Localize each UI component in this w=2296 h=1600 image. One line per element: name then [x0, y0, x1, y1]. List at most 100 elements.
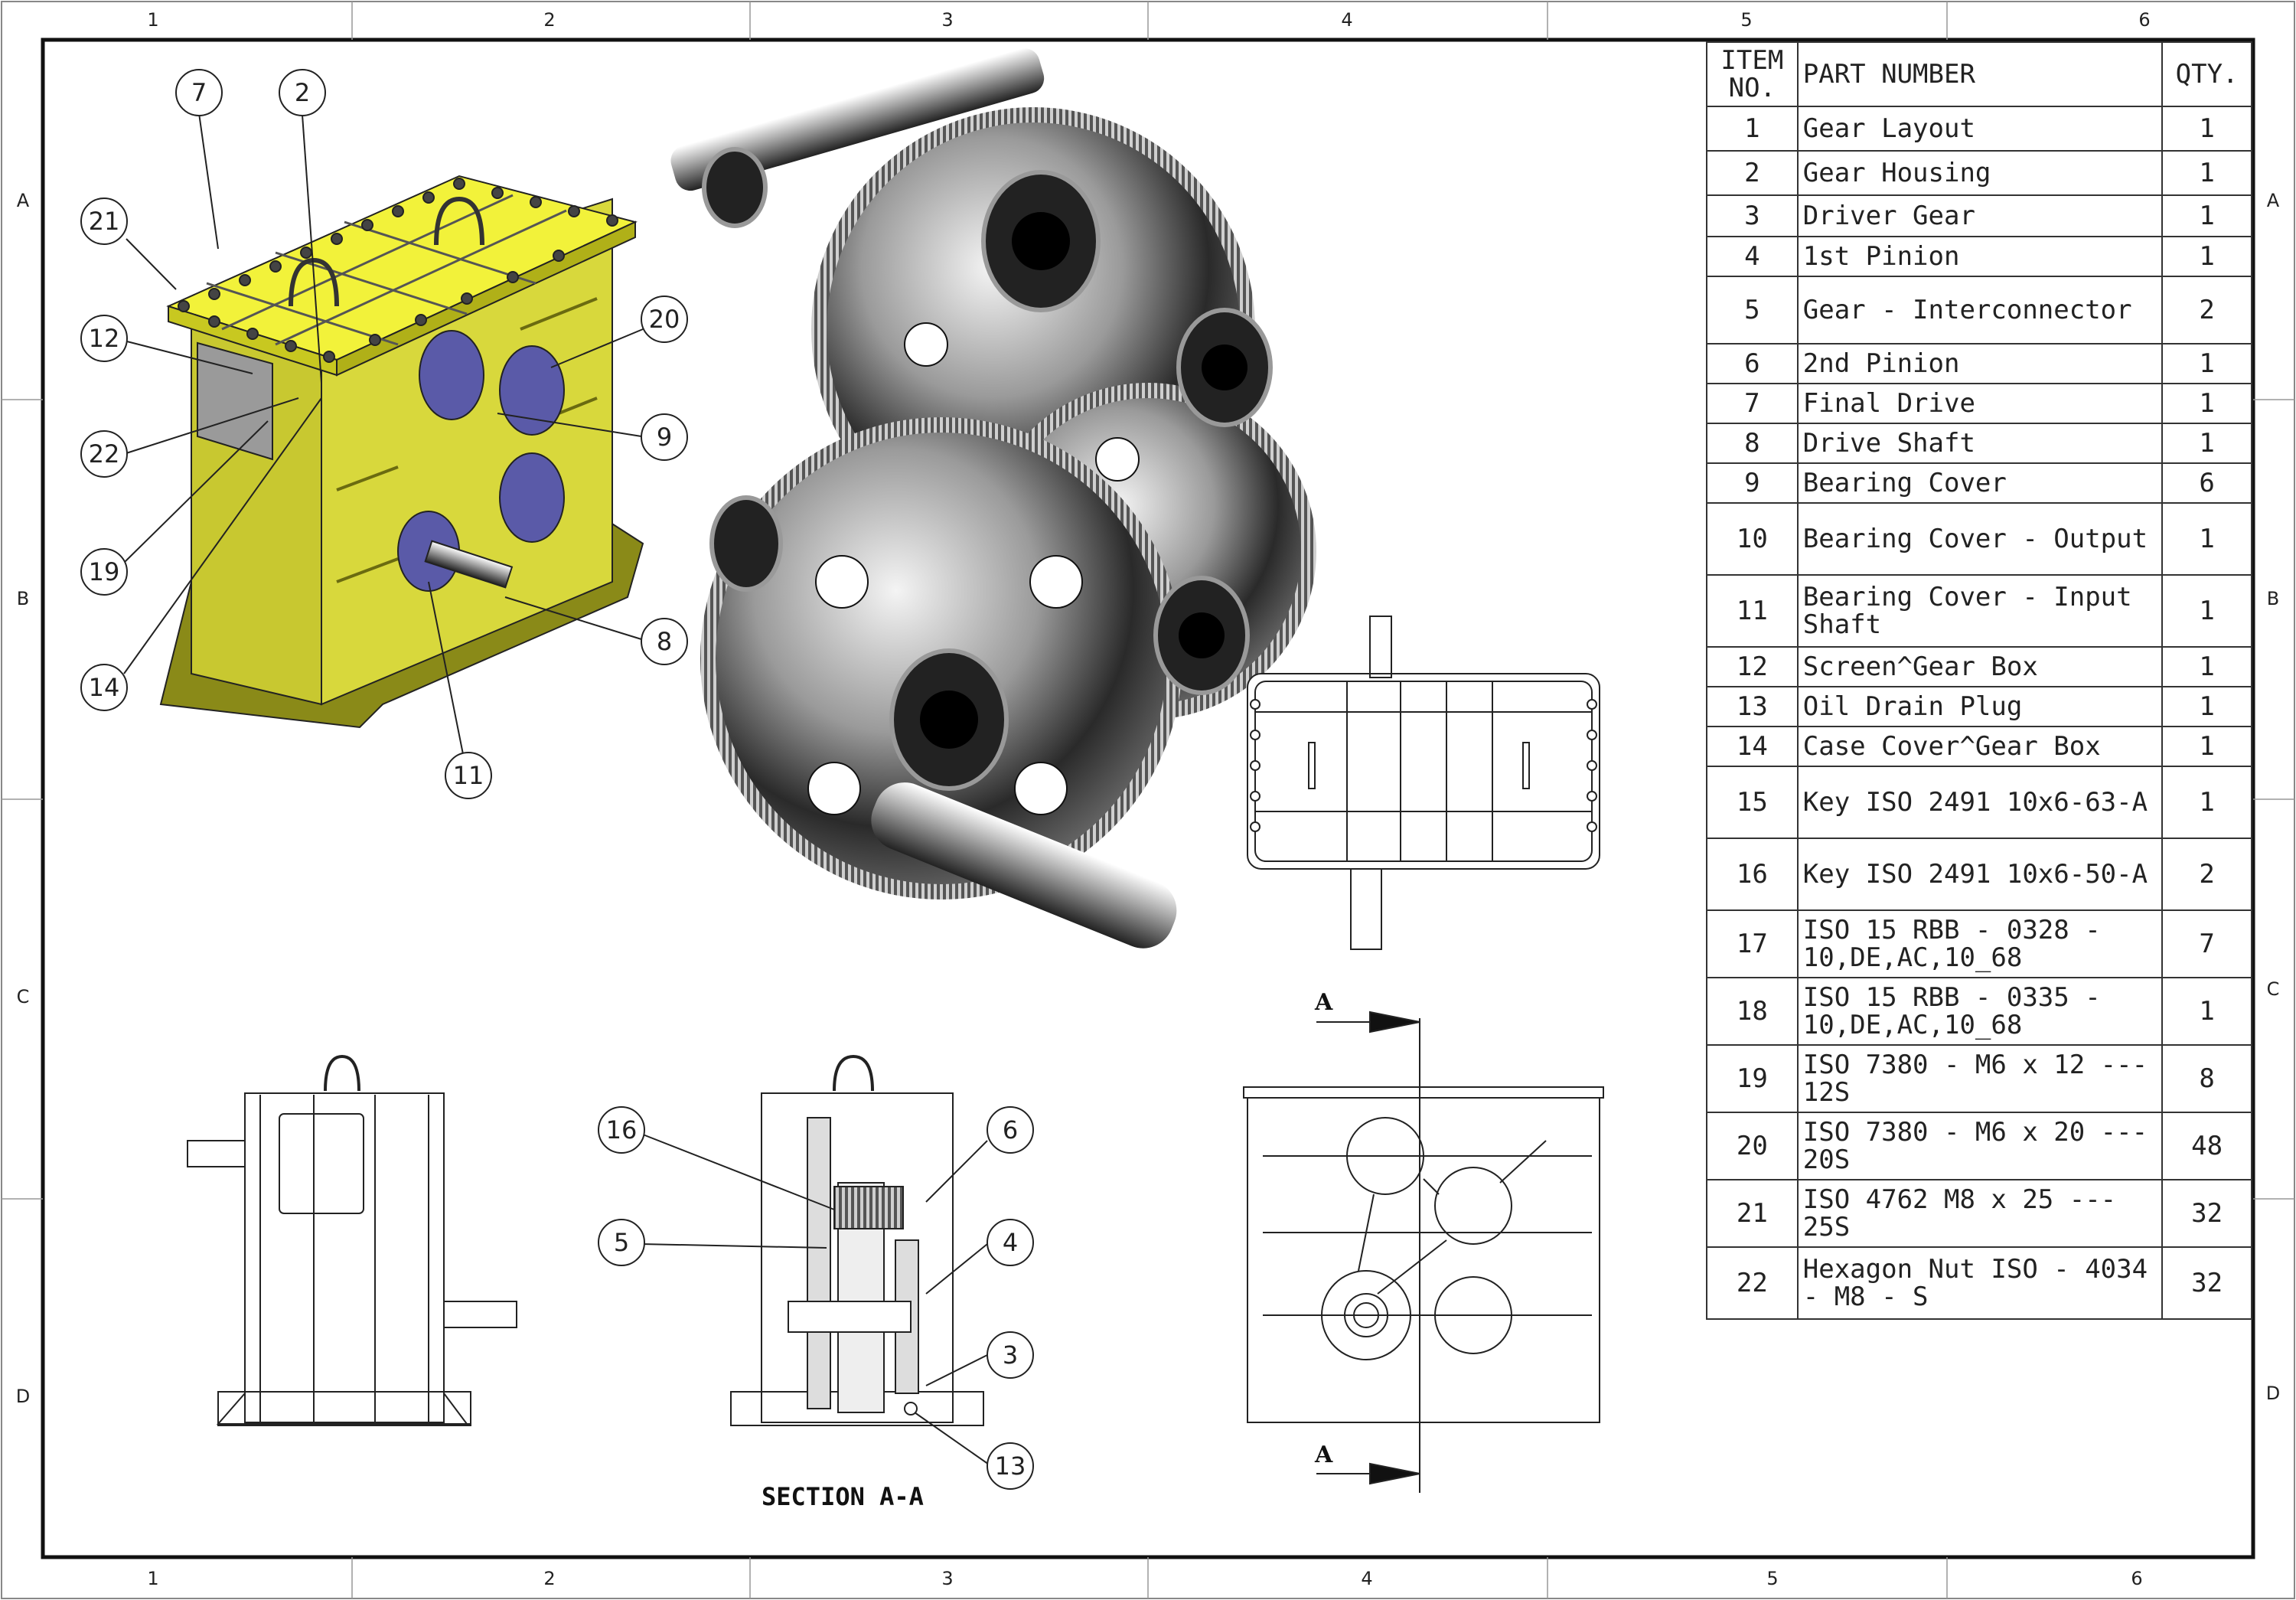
bom-qty: 1: [2161, 977, 2252, 1046]
bom-header-part: PART NUMBER: [1796, 41, 2164, 107]
balloon-2: 2: [279, 69, 326, 116]
balloon-5: 5: [598, 1219, 645, 1266]
bom-part-number: ISO 15 RBB - 0335 - 10,DE,AC,10_68: [1796, 977, 2164, 1046]
bom-qty: 1: [2161, 646, 2252, 687]
bom-qty: 8: [2161, 1044, 2252, 1113]
side-view: [187, 1054, 517, 1426]
zone-bottom-3: 3: [941, 1568, 954, 1589]
balloon-16: 16: [598, 1106, 645, 1154]
bom-part-number: Key ISO 2491 10x6-50-A: [1796, 838, 2164, 911]
zone-bottom-6: 6: [2131, 1568, 2143, 1589]
bom-part-number: Gear - Interconnector: [1796, 276, 2164, 344]
bom-part-number: Bearing Cover - Input Shaft: [1796, 574, 2164, 648]
bom-item-no: 20: [1706, 1112, 1799, 1180]
zone-bottom-4: 4: [1361, 1568, 1373, 1589]
bom-qty: 1: [2161, 766, 2252, 839]
bom-item-no: 5: [1706, 276, 1799, 344]
zone-top-6: 6: [2138, 9, 2151, 31]
bom-part-number: Bearing Cover: [1796, 462, 2164, 504]
bom-part-number: Gear Layout: [1796, 106, 2164, 152]
bom-qty: 7: [2161, 909, 2252, 978]
bom-part-number: ISO 15 RBB - 0328 - 10,DE,AC,10_68: [1796, 909, 2164, 978]
zone-bottom-5: 5: [1766, 1568, 1779, 1589]
bom-qty: 1: [2161, 686, 2252, 727]
gear-train-view: [670, 48, 1316, 949]
balloon-12: 12: [80, 315, 128, 362]
bom-item-no: 12: [1706, 646, 1799, 687]
bom-qty: 32: [2161, 1179, 2252, 1248]
balloon-20: 20: [641, 296, 688, 343]
bom-qty: 1: [2161, 502, 2252, 576]
zone-left-c: C: [16, 986, 30, 1007]
bom-item-no: 15: [1706, 766, 1799, 839]
bom-qty: 32: [2161, 1246, 2252, 1320]
bom-qty: 48: [2161, 1112, 2252, 1180]
bom-item-no: 4: [1706, 236, 1799, 277]
top-view: [1247, 616, 1600, 950]
balloon-3: 3: [987, 1331, 1034, 1379]
balloon-21: 21: [80, 198, 128, 245]
bom-qty: 1: [2161, 194, 2252, 237]
bom-part-number: Bearing Cover - Output: [1796, 502, 2164, 576]
bom-item-no: 8: [1706, 423, 1799, 464]
balloon-7: 7: [175, 69, 223, 116]
balloon-6: 6: [987, 1106, 1034, 1154]
zone-right-c: C: [2266, 978, 2280, 1000]
zone-top-4: 4: [1341, 9, 1353, 31]
bom-part-number: Hexagon Nut ISO - 4034 - M8 - S: [1796, 1246, 2164, 1320]
bom-item-no: 19: [1706, 1044, 1799, 1113]
bom-qty: 1: [2161, 383, 2252, 424]
bom-part-number: 2nd Pinion: [1796, 343, 2164, 384]
bom-item-no: 6: [1706, 343, 1799, 384]
leader-lines: [123, 113, 992, 1467]
balloon-8: 8: [641, 618, 688, 665]
bom-qty: 2: [2161, 276, 2252, 344]
bom-item-no: 14: [1706, 726, 1799, 767]
bom-header-row: ITEM NO. PART NUMBER QTY.: [1706, 41, 2252, 107]
bom-item-no: 3: [1706, 194, 1799, 237]
bom-part-number: Final Drive: [1796, 383, 2164, 424]
bom-item-no: 17: [1706, 909, 1799, 978]
section-marker-bottom: A: [1315, 1442, 1333, 1468]
zone-right-a: A: [2266, 190, 2280, 211]
bom-item-no: 9: [1706, 462, 1799, 504]
bom-header-item: ITEM NO.: [1706, 41, 1799, 107]
bom-qty: 1: [2161, 423, 2252, 464]
bom-item-no: 2: [1706, 150, 1799, 196]
bom-item-no: 1: [1706, 106, 1799, 152]
bom-qty: 1: [2161, 106, 2252, 152]
front-view: [1243, 1011, 1604, 1493]
bom-item-no: 16: [1706, 838, 1799, 911]
zone-top-5: 5: [1740, 9, 1753, 31]
bom-part-number: Key ISO 2491 10x6-63-A: [1796, 766, 2164, 839]
section-title: SECTION A-A: [762, 1482, 924, 1511]
balloon-22: 22: [80, 430, 128, 478]
bom-item-no: 18: [1706, 977, 1799, 1046]
zone-bottom-2: 2: [543, 1568, 556, 1589]
bom-part-number: ISO 4762 M8 x 25 --- 25S: [1796, 1179, 2164, 1248]
bom-qty: 6: [2161, 462, 2252, 504]
bom-item-no: 21: [1706, 1179, 1799, 1248]
balloon-4: 4: [987, 1219, 1034, 1266]
